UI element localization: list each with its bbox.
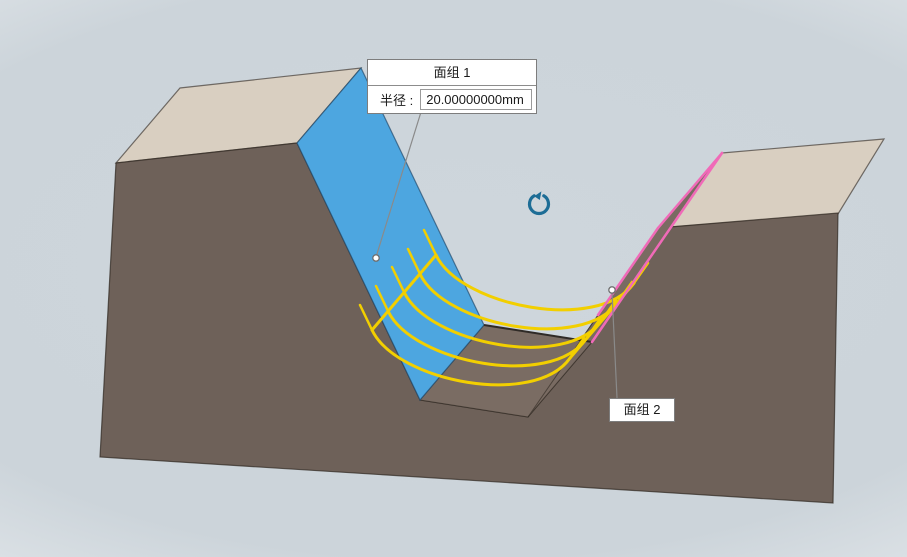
facegroup2-callout[interactable]: 面组 2 — [609, 398, 675, 422]
callout-anchor-1[interactable] — [372, 254, 380, 262]
fillet-preview-curves — [358, 228, 650, 387]
fillet-section-arc — [370, 328, 572, 387]
callout-leader-1 — [375, 111, 422, 258]
radius-label: 半径 : — [380, 93, 414, 108]
fillet-section-arc — [418, 272, 620, 331]
fillet-section-arc — [402, 290, 604, 349]
facegroup1-callout[interactable]: 面组 1 半径 : 20.00000000mm — [367, 59, 537, 114]
callout-leaders — [375, 111, 618, 399]
fillet-section-arc — [434, 253, 636, 312]
face-set-2-highlight-edges[interactable] — [590, 151, 724, 344]
face-set-2-edge[interactable] — [596, 226, 660, 317]
facegroup1-radius-row: 半径 : 20.00000000mm — [368, 86, 536, 113]
fillet-section-arc — [386, 309, 588, 368]
callout-leader-2 — [611, 291, 618, 399]
facegroup1-title: 面组 1 — [368, 60, 536, 86]
rotate-view-icon — [527, 191, 551, 216]
face-set-2-edge[interactable] — [656, 151, 724, 230]
face-set-2-edge[interactable] — [590, 151, 724, 344]
radius-input[interactable]: 20.00000000mm — [420, 89, 532, 110]
right-block-top-face[interactable] — [656, 138, 886, 229]
rotate-view-icon-arrowhead — [534, 191, 542, 200]
callout-anchor-2[interactable] — [608, 286, 616, 294]
